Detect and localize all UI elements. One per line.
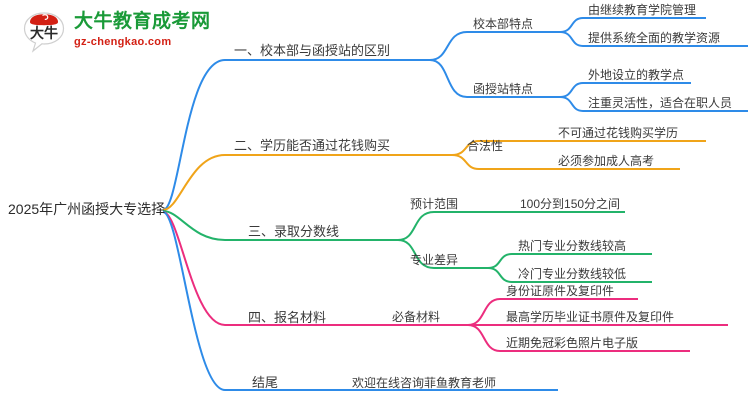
leaf-node-4-1-2[interactable]: 最高学历毕业证书原件及复印件 xyxy=(506,310,675,324)
daniu-speech-bubble-logo-icon: 大牛 xyxy=(23,12,65,53)
leaf-node-1-1-1[interactable]: 由继续教育学院管理 xyxy=(588,3,697,17)
edge-branch-3-to-child-1 xyxy=(397,211,435,241)
child-node-3-1[interactable]: 预计范围 xyxy=(410,197,459,211)
site-logo: 大牛 大牛教育成考网 gz-chengkao.com xyxy=(22,8,232,56)
edge-child-1-2-leaf-2 xyxy=(559,96,584,112)
edge-child-1-2-leaf-1 xyxy=(559,82,584,98)
edge-child-1-1-leaf-2 xyxy=(559,31,584,47)
edge-root-to-branch-2 xyxy=(162,154,226,211)
branch-node-3[interactable]: 三、录取分数线 xyxy=(248,224,340,239)
edge-child-4-1-leaf-1 xyxy=(467,298,501,326)
edge-child-3-2-leaf-2 xyxy=(487,267,513,283)
svg-text:大牛: 大牛 xyxy=(30,25,58,41)
branch-node-1[interactable]: 一、校本部与函授站的区别 xyxy=(234,43,391,58)
edge-root-to-branch-3 xyxy=(162,210,226,241)
edge-root-to-branch-1 xyxy=(162,59,226,211)
logo-subtitle: gz-chengkao.com xyxy=(74,36,172,48)
leaf-node-4-1-1[interactable]: 身份证原件及复印件 xyxy=(506,284,615,298)
child-node-5-1[interactable]: 欢迎在线咨询菲鱼教育老师 xyxy=(352,376,497,390)
edge-child-4-1-leaf-3 xyxy=(467,324,501,352)
branch-node-4[interactable]: 四、报名材料 xyxy=(248,310,327,325)
leaf-node-3-1-1[interactable]: 100分到150分之间 xyxy=(520,197,621,211)
leaf-node-2-1-2[interactable]: 必须参加成人高考 xyxy=(558,154,655,168)
leaf-node-3-2-1[interactable]: 热门专业分数线较高 xyxy=(518,239,627,253)
mindmap-root-node[interactable]: 2025年广州函授大专选择 xyxy=(8,201,166,217)
child-node-2-1[interactable]: 合法性 xyxy=(467,139,504,153)
child-node-3-2[interactable]: 专业差异 xyxy=(410,253,459,267)
branch-node-2[interactable]: 二、学历能否通过花钱购买 xyxy=(234,138,391,153)
edge-child-1-1-leaf-1 xyxy=(559,17,584,33)
leaf-node-2-1-1[interactable]: 不可通过花钱购买学历 xyxy=(558,126,679,140)
edge-root-to-branch-5 xyxy=(162,211,226,391)
edge-branch-2-to-child-2 xyxy=(451,154,480,170)
leaf-node-1-2-2[interactable]: 注重灵活性，适合在职人员 xyxy=(588,96,733,110)
edge-branch-1-to-child-1 xyxy=(429,31,468,61)
child-node-1-2[interactable]: 函授站特点 xyxy=(473,82,534,96)
leaf-node-1-1-2[interactable]: 提供系统全面的教学资源 xyxy=(588,31,721,45)
logo-title: 大牛教育成考网 xyxy=(74,11,211,32)
logo-text-block: 大牛教育成考网 gz-chengkao.com xyxy=(74,11,234,50)
edge-child-3-2-leaf-1 xyxy=(487,253,513,269)
edge-root-to-branch-4 xyxy=(162,211,226,326)
child-node-4-1[interactable]: 必备材料 xyxy=(392,310,441,324)
leaf-node-4-1-3[interactable]: 近期免冠彩色照片电子版 xyxy=(506,336,639,350)
branch-node-5[interactable]: 结尾 xyxy=(252,375,279,390)
edge-branch-1-to-child-2 xyxy=(429,59,468,98)
leaf-node-3-2-2[interactable]: 冷门专业分数线较低 xyxy=(518,267,627,281)
leaf-node-1-2-1[interactable]: 外地设立的教学点 xyxy=(588,68,685,82)
child-node-1-1[interactable]: 校本部特点 xyxy=(473,17,534,31)
